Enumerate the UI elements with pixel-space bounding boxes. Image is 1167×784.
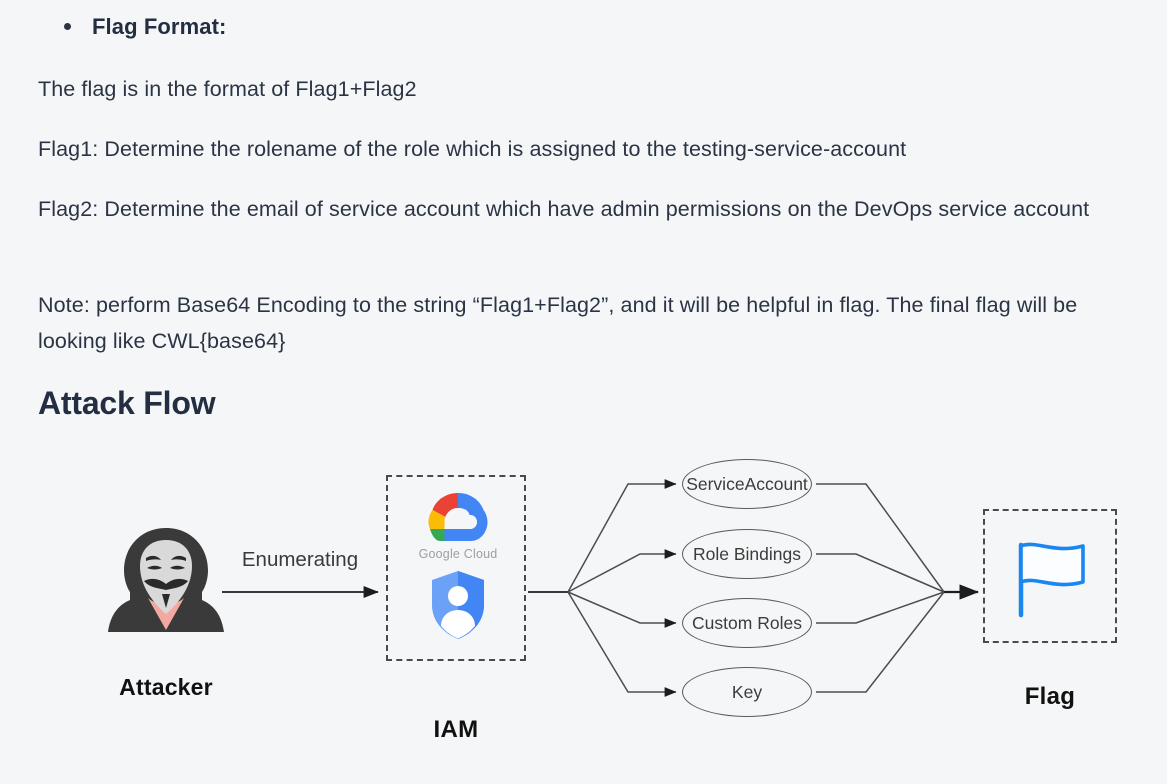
attacker-label: Attacker [119, 674, 213, 700]
node-role-bindings[interactable]: Role Bindings [682, 529, 812, 579]
edge-label-enumerating: Enumerating [241, 548, 359, 571]
iam-group-box: Google Cloud [386, 475, 526, 661]
flag-group-box [983, 509, 1117, 643]
node-label: Key [731, 682, 763, 702]
flag-format-bullet: Flag Format: [38, 12, 1138, 42]
node-custom-roles[interactable]: Custom Roles [682, 598, 812, 648]
paragraph-flag1: Flag1: Determine the rolename of the rol… [38, 137, 907, 161]
node-label-line1: Service [686, 474, 745, 494]
node-service-account[interactable]: Service Account [682, 459, 812, 509]
bullet-dot-icon [64, 23, 71, 30]
flag-icon [1007, 533, 1097, 623]
flag-format-label: Flag Format: [92, 14, 227, 39]
node-label-line2: Account [744, 474, 808, 494]
node-label: Role Bindings [693, 544, 801, 564]
paragraph-flag-format: The flag is in the format of Flag1+Flag2 [38, 77, 417, 101]
paragraph-flag2: Flag2: Determine the email of service ac… [38, 197, 1090, 221]
attacker-avatar [104, 526, 228, 636]
node-label: Custom Roles [692, 613, 802, 633]
flag-label: Flag [1024, 683, 1076, 710]
section-title-attack-flow: Attack Flow [38, 385, 216, 421]
node-key[interactable]: Key [682, 667, 812, 717]
paragraph-note: Note: perform Base64 Encoding to the str… [38, 293, 1078, 353]
anonymous-mask-icon [108, 528, 224, 632]
iam-shield-icon [428, 569, 488, 641]
google-cloud-logo-icon [424, 490, 492, 544]
iam-label: IAM [433, 716, 479, 743]
attack-flow-diagram: Attacker Enumerating Google Cloud [0, 440, 1167, 784]
google-cloud-logo-text: Google Cloud [418, 547, 498, 561]
